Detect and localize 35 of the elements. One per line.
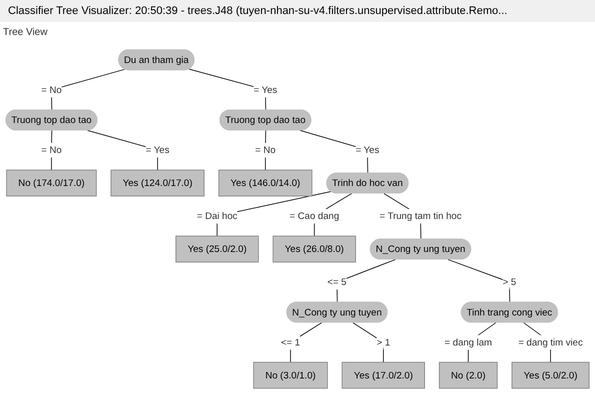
- edge-label: = No: [41, 84, 62, 96]
- node-box: No (174.0/17.0): [6, 170, 97, 196]
- edge-label: = Cao dang: [290, 210, 340, 222]
- node-box: Yes (26.0/8.0): [272, 236, 356, 262]
- edge-label: = Trung tam tin hoc: [380, 210, 462, 222]
- edge-label: = No: [41, 144, 62, 156]
- connector: [448, 259, 510, 303]
- connector: [87, 130, 158, 170]
- connector: [352, 322, 384, 363]
- edge-label: = Yes: [356, 144, 380, 156]
- connector: [188, 68, 266, 111]
- edge-label: = Yes: [146, 144, 170, 156]
- edge-label: = Dai hoc: [196, 210, 238, 222]
- node-box: Yes (124.0/17.0): [110, 170, 204, 196]
- edge-label: = Yes: [254, 84, 278, 96]
- node-box: No (2.0): [438, 362, 498, 389]
- edge-label: > 1: [376, 336, 390, 348]
- edge-label: = No: [255, 144, 276, 156]
- panel-label: Tree View: [3, 27, 48, 38]
- node-box: Yes (5.0/2.0): [512, 362, 590, 389]
- window-title: Classifier Tree Visualizer: 20:50:39 - trees.J48 (tuyen-nhan-su-v4.filters.unsupervised.attribute.Remo...: [8, 5, 508, 17]
- connector: [336, 259, 396, 303]
- edge-label: = dang lam: [444, 336, 492, 348]
- node-box: Yes (146.0/14.0): [218, 170, 312, 196]
- node-box: Yes (25.0/2.0): [176, 236, 259, 262]
- edge-label: > 5: [502, 276, 516, 288]
- connector: [290, 322, 322, 363]
- connector: [300, 130, 368, 174]
- edge-label: <= 5: [327, 276, 346, 288]
- edge-label: = dang tim viec: [518, 336, 583, 348]
- node-box: Yes (17.0/2.0): [342, 362, 425, 389]
- connector: [51, 68, 126, 111]
- edge-label: <= 1: [280, 336, 300, 348]
- node-box: No (3.0/1.0): [253, 362, 328, 389]
- connector: [265, 130, 266, 170]
